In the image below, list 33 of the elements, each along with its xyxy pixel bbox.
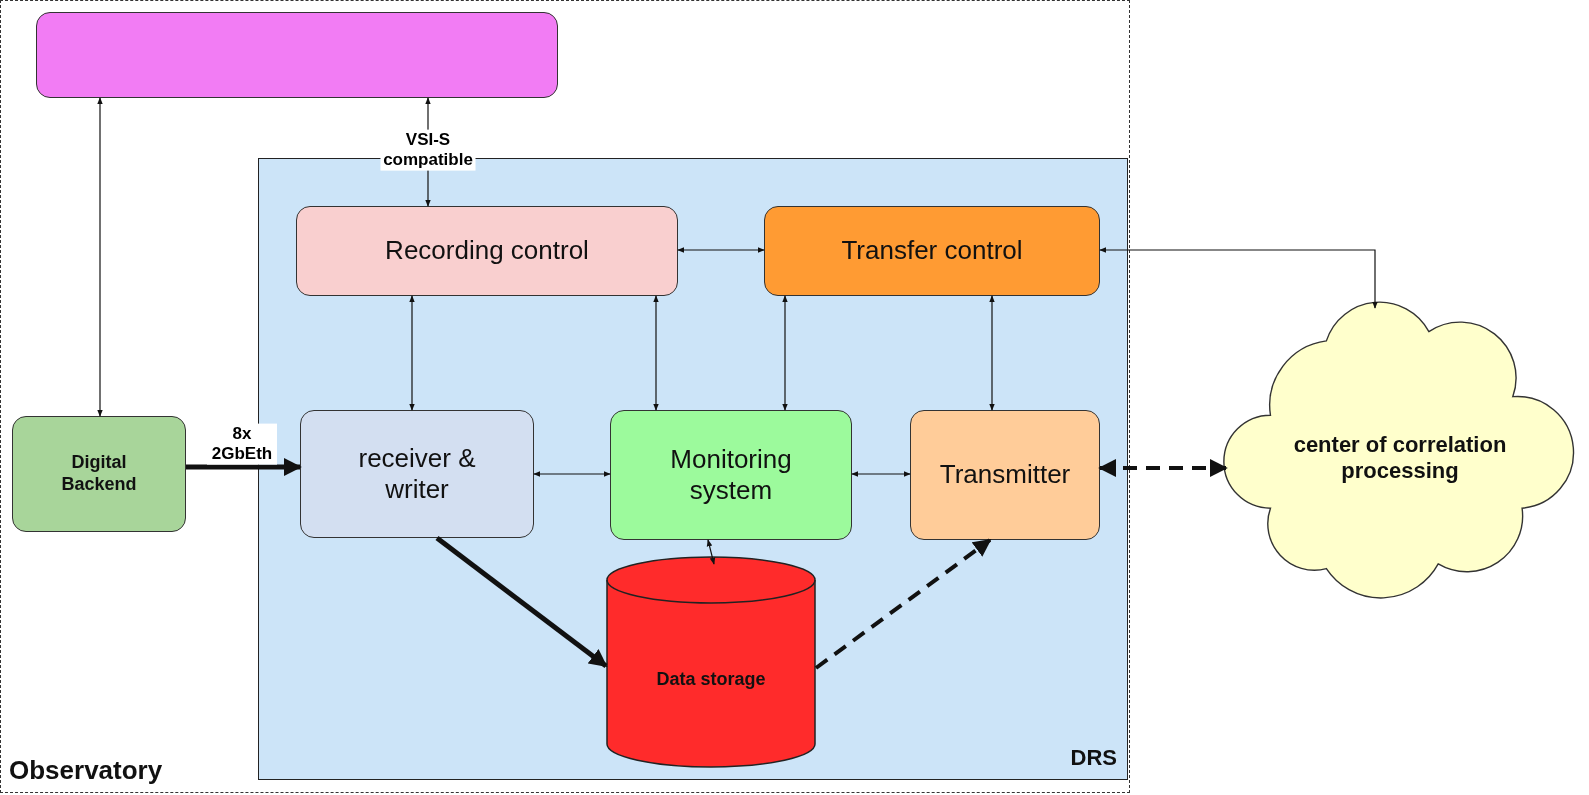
arrow [706,539,716,565]
arrow [533,471,611,477]
arrow [989,295,995,411]
process-box [36,12,558,98]
arrow [782,295,788,411]
node-label: Transmitter [939,459,1071,491]
node-label: center of correlation processing [1292,431,1508,485]
node-label: Transfer control [841,235,1023,267]
dashed-arrow [1098,459,1228,477]
region-label: DRS [1070,744,1117,771]
process-box [910,410,1100,540]
arrow [435,536,608,668]
arrow [409,295,415,411]
node-label: receiver & writer [357,442,477,506]
arrow [97,97,103,417]
region-label: Observatory [9,754,163,786]
process-box [12,416,186,532]
arrow [851,471,911,477]
arrow [677,247,765,253]
dashed-arrow [814,538,992,670]
node-label: Digital Backend [60,452,138,496]
node-label: Recording control [385,235,589,267]
node-label: Data storage [656,669,766,691]
edge-label: VSI-S compatible [380,129,476,171]
process-box [764,206,1100,296]
arrow [653,295,659,411]
process-box [610,410,852,540]
process-box [296,206,678,296]
arrow [186,458,302,476]
node-label: Monitoring system [669,443,793,507]
arrow [1099,247,1378,309]
observatory-frame [0,0,1130,793]
process-box [300,410,534,538]
